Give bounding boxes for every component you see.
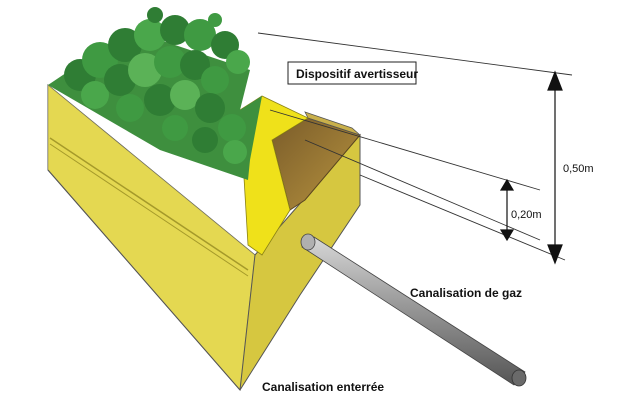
warning-depth-label: 0,20m [511, 209, 542, 221]
warning-grating [239, 95, 309, 256]
gas-pipe [300, 233, 527, 387]
dimension-warning-depth [499, 178, 515, 242]
soil-front-face [48, 85, 255, 390]
dimension-total-depth [547, 70, 563, 265]
reference-lines [257, 32, 573, 261]
trench-rim [304, 111, 361, 136]
gas-pipe-label: Canalisation de gaz [410, 286, 522, 300]
layer-line [49, 137, 249, 271]
grass-foliage [64, 7, 250, 164]
layer-line [49, 143, 249, 277]
edge-line [47, 169, 241, 391]
warning-device-callout: Dispositif avertisseur [287, 61, 418, 85]
total-depth-label: 0,50m [563, 163, 594, 175]
warning-device-label: Dispositif avertisseur [296, 67, 418, 81]
buried-pipe-label: Canalisation enterrée [262, 380, 384, 394]
